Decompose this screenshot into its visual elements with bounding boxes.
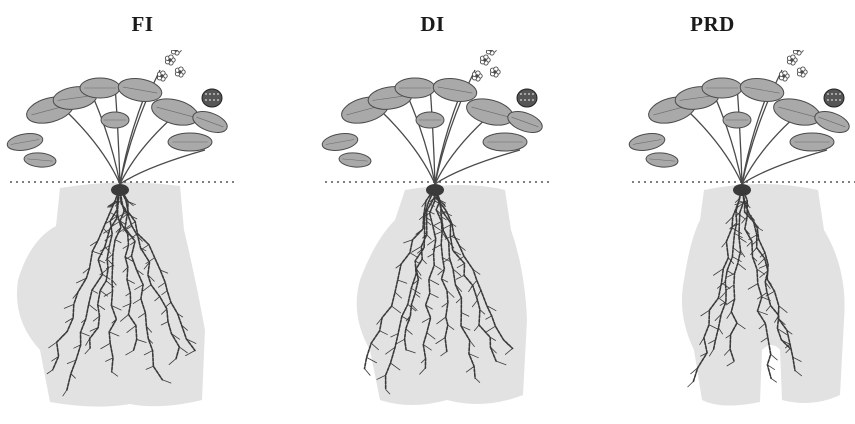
flower-icon (157, 50, 185, 81)
panel-label-fi: FI (0, 12, 285, 37)
strawberry-fruit-icon (517, 89, 537, 107)
plant-group (628, 50, 855, 406)
flower-icon (472, 50, 500, 81)
plant-group (321, 50, 550, 405)
strawberry-fruit-icon (202, 89, 222, 107)
leaves (628, 75, 852, 168)
panel-fi: FI (0, 0, 285, 424)
panel-label-di: DI (290, 12, 575, 37)
wetted-soil-zone (17, 182, 205, 406)
leaves (321, 75, 545, 168)
plant-group (6, 50, 235, 407)
strawberry-plant-icon (0, 50, 285, 424)
panel-label-prd: PRD (570, 12, 855, 37)
flower-icon (779, 50, 807, 81)
strawberry-fruit-icon (824, 89, 844, 107)
panel-prd: PRD (570, 0, 855, 424)
leaves (6, 75, 230, 168)
strawberry-plant-icon (290, 50, 575, 424)
strawberry-plant-icon (570, 50, 855, 424)
panel-di: DI (290, 0, 575, 424)
